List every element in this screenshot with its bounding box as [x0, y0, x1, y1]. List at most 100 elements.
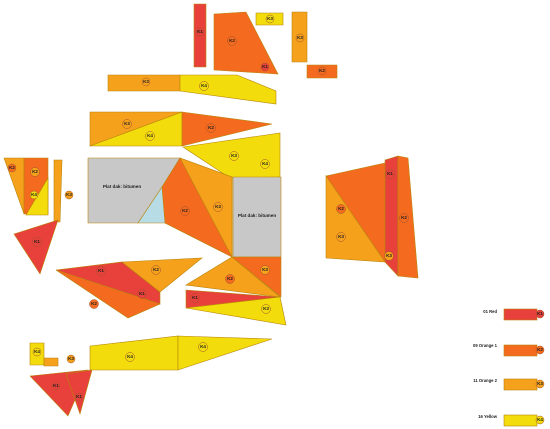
roof-panel	[89, 335, 179, 371]
roof-panel	[177, 335, 273, 371]
panel-marker: K3	[66, 354, 76, 364]
svg-text:K2: K2	[319, 68, 325, 73]
svg-text:K4: K4	[34, 349, 40, 354]
panel-group-left	[3, 157, 63, 275]
panel-marker: K2	[151, 265, 161, 275]
panel-marker: K2	[206, 123, 216, 133]
svg-text:K1: K1	[192, 295, 198, 300]
panel-marker: K1	[260, 62, 270, 72]
panel-marker: K4	[29, 190, 39, 200]
panel-marker: K1	[385, 169, 395, 179]
svg-text:K1: K1	[197, 29, 203, 34]
svg-text:K3: K3	[338, 234, 344, 239]
svg-text:K2: K2	[91, 301, 97, 306]
svg-text:K2: K2	[229, 38, 235, 43]
panel-marker: K1	[190, 293, 200, 303]
panel-marker: K3	[265, 14, 275, 24]
svg-text:K1: K1	[76, 394, 82, 399]
svg-text:K2: K2	[338, 206, 344, 211]
legend-code-marker	[535, 379, 545, 389]
flat-roof-left-label: Plat dak: bitumen	[103, 184, 141, 189]
panel-group-bottom	[29, 335, 273, 417]
legend-item-orange-1: 09 Orange 1 K2	[473, 343, 545, 357]
panel-marker: K3	[295, 33, 305, 43]
panel-marker: K1	[32, 237, 42, 247]
panel-marker: K3	[122, 119, 132, 129]
panel-marker: K3	[261, 304, 271, 314]
legend-code: K2	[537, 347, 543, 352]
panel-marker: K1	[51, 381, 61, 391]
svg-text:K1: K1	[98, 268, 104, 273]
color-legend: 01 Red K1 09 Orange 1 K2 11 Orange 2 K3 …	[473, 308, 545, 427]
panel-marker: K2	[225, 274, 235, 284]
svg-text:K3: K3	[267, 16, 273, 21]
svg-text:K4: K4	[200, 344, 206, 349]
flat-roof-group: Plat dak: bitumen Plat dak: bitumen	[87, 157, 282, 258]
roof-panel	[121, 257, 203, 293]
svg-text:K3: K3	[263, 306, 269, 311]
svg-text:K2: K2	[32, 169, 38, 174]
panel-marker: K2	[227, 36, 237, 46]
svg-text:K1: K1	[262, 64, 268, 69]
legend-item-red: 01 Red K1	[483, 308, 545, 321]
legend-label: 01 Red	[483, 309, 497, 314]
panel-marker: K3	[213, 202, 223, 212]
svg-text:K4: K4	[262, 161, 268, 166]
panel-group-center	[161, 157, 233, 258]
panel-group-top	[107, 3, 338, 105]
panel-marker: K2	[336, 204, 346, 214]
legend-code: K1	[537, 311, 543, 316]
legend-code: K3	[537, 381, 543, 386]
legend-label: 16 Yellow	[478, 414, 498, 419]
panel-marker: K1	[137, 289, 147, 299]
panel-marker: K3	[384, 251, 394, 261]
panel-marker: K1	[74, 392, 84, 402]
svg-text:K2: K2	[208, 125, 214, 130]
roof-panel	[213, 11, 279, 75]
svg-text:K1: K1	[53, 383, 59, 388]
panel-marker: K1	[96, 266, 106, 276]
roof-panel	[53, 159, 63, 223]
panel-marker: K3	[64, 190, 74, 200]
svg-text:K1: K1	[34, 239, 40, 244]
panel-group-right	[325, 155, 419, 279]
legend-item-orange-2: 11 Orange 2 K3	[473, 378, 545, 391]
legend-code-marker	[535, 309, 545, 319]
svg-text:K4: K4	[201, 83, 207, 88]
svg-text:K1: K1	[139, 291, 145, 296]
svg-text:K2: K2	[401, 215, 407, 220]
panel-marker: K4	[260, 159, 270, 169]
legend-swatch	[503, 308, 538, 321]
roof-panel	[55, 269, 161, 319]
svg-text:K4: K4	[127, 354, 133, 359]
panel-marker: K4	[198, 342, 208, 352]
svg-text:K4: K4	[31, 192, 37, 197]
svg-text:K4: K4	[147, 133, 153, 138]
roof-panel	[65, 369, 93, 416]
svg-text:K3: K3	[386, 253, 392, 258]
roof-panel	[179, 74, 277, 105]
legend-label: 11 Orange 2	[473, 378, 497, 383]
legend-swatch	[503, 344, 538, 357]
svg-text:K3: K3	[297, 35, 303, 40]
roof-panel	[185, 296, 287, 326]
legend-code: K4	[537, 417, 543, 422]
panel-marker: K2	[7, 163, 17, 173]
panel-marker: K4	[32, 347, 42, 357]
roof-panel	[13, 219, 59, 275]
svg-text:K3: K3	[68, 356, 74, 361]
panel-marker: K1	[195, 27, 205, 37]
svg-text:K2: K2	[9, 165, 15, 170]
panel-marker: K4	[125, 352, 135, 362]
svg-text:K3: K3	[66, 192, 72, 197]
legend-swatch	[503, 414, 538, 427]
svg-text:K3: K3	[231, 153, 237, 158]
svg-text:K1: K1	[387, 171, 393, 176]
legend-code-marker	[535, 345, 545, 355]
roof-panel	[179, 157, 233, 258]
svg-text:K3: K3	[262, 267, 268, 272]
svg-text:K3: K3	[215, 204, 221, 209]
svg-text:K3: K3	[124, 121, 130, 126]
roof-panel	[43, 357, 59, 367]
